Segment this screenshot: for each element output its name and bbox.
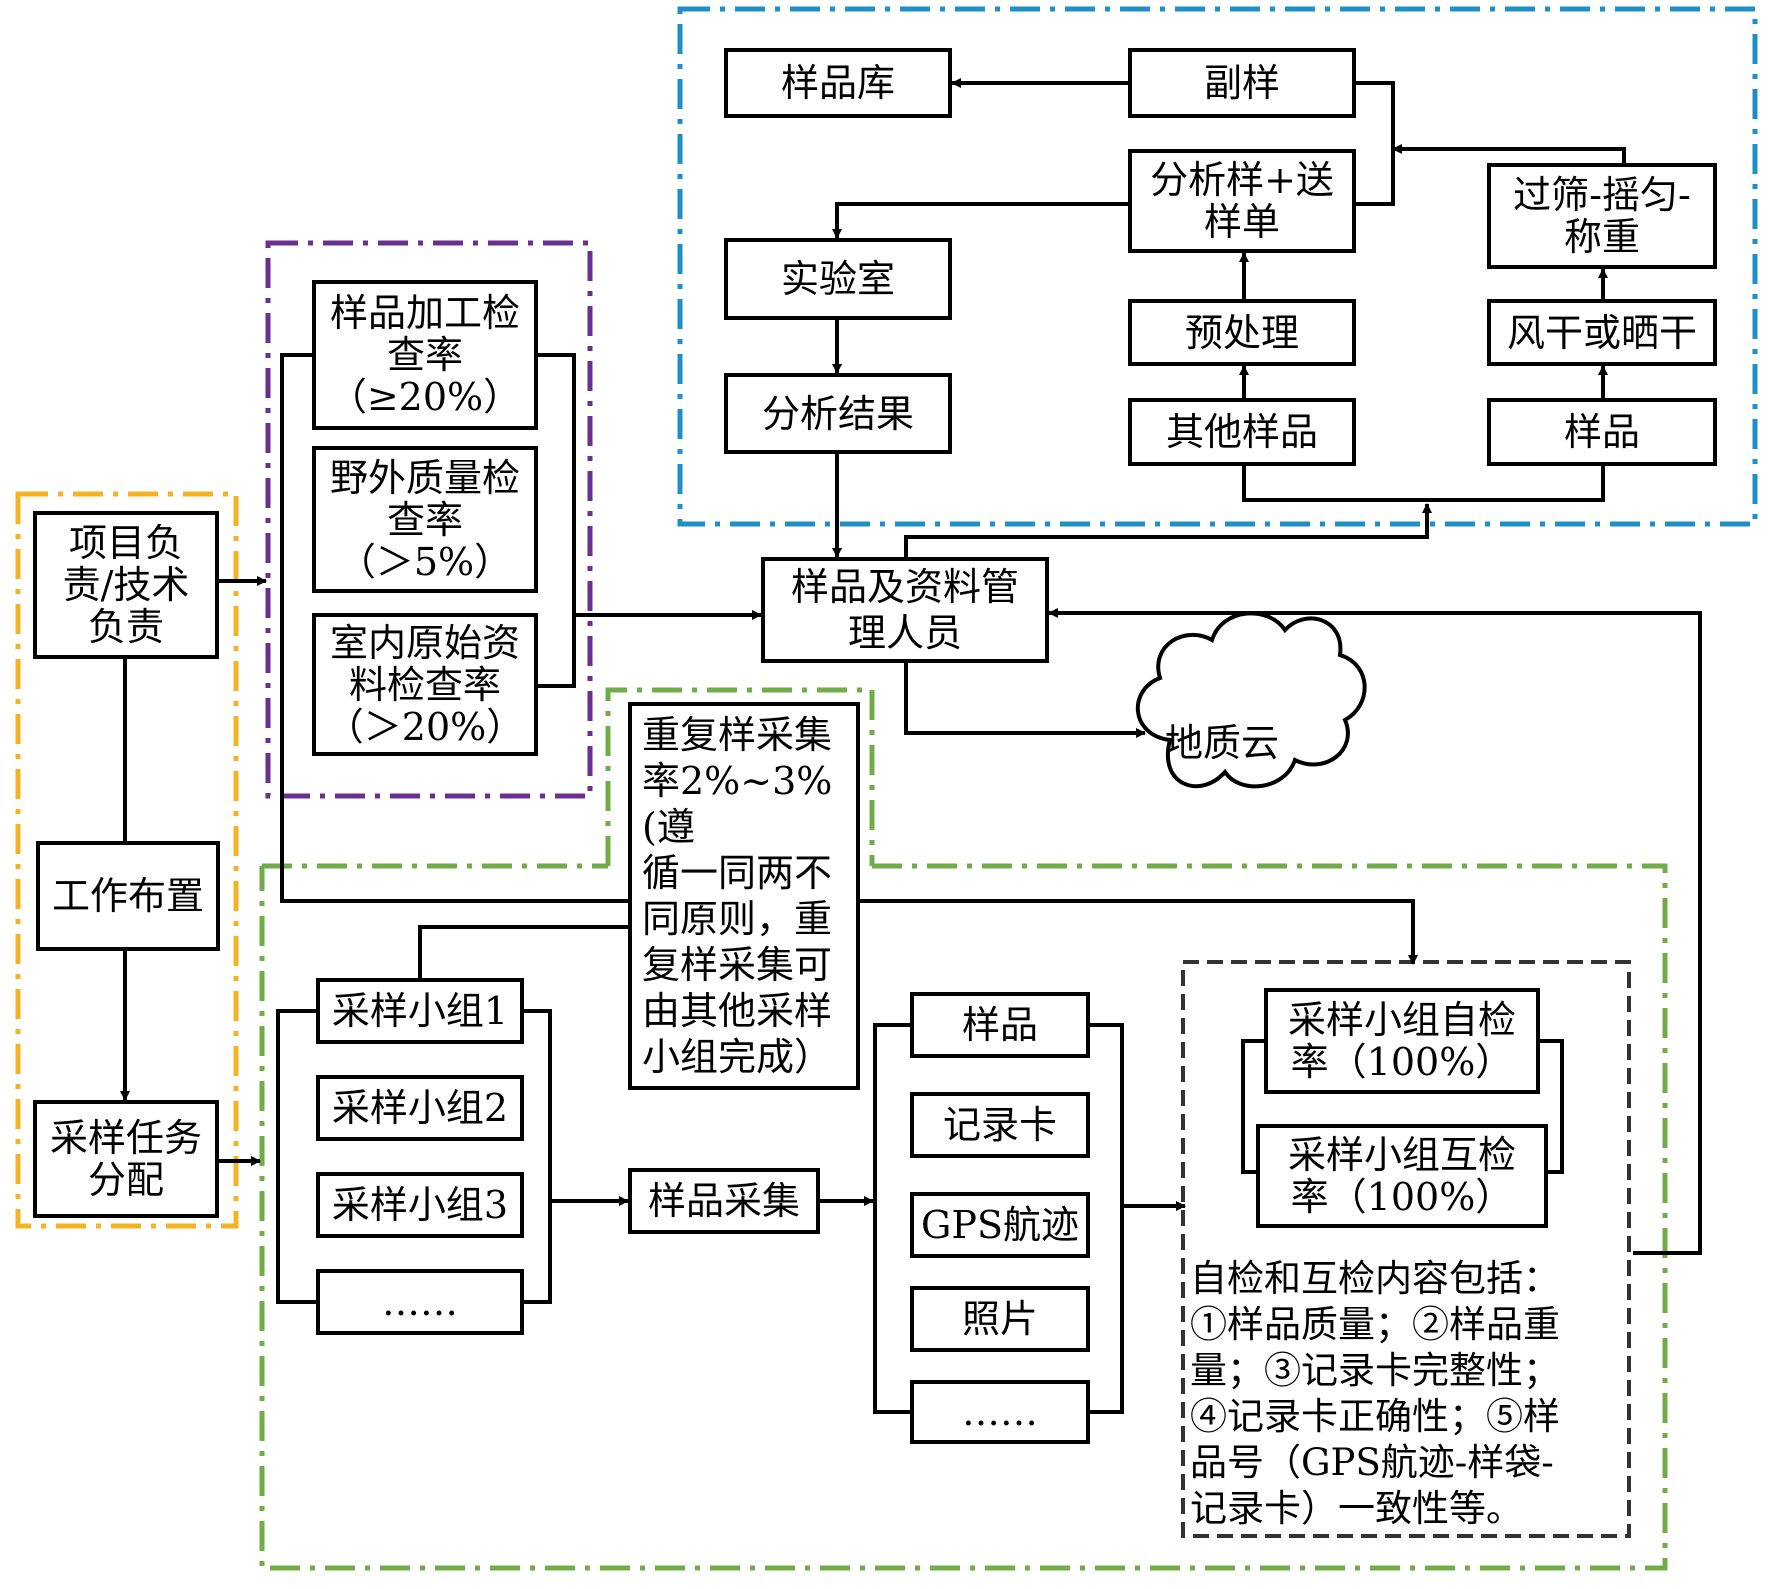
lab-region: [677, 6, 1758, 527]
pretreatment-box: 预处理: [1128, 299, 1356, 366]
air-dry-box: 风干或晒干: [1487, 299, 1717, 366]
group-3-box: 采样小组3: [316, 1172, 524, 1238]
quality-check-region: [265, 240, 593, 799]
cloud-icon: [1135, 611, 1367, 789]
processing-check-box: 样品加工检 查率 （≥20%）: [312, 280, 538, 430]
mutual-check-box: 采样小组互检 率（100%）: [1256, 1124, 1548, 1228]
self-check-box: 采样小组自检 率（100%）: [1264, 988, 1540, 1094]
duplicate-sample-box: 副样: [1128, 48, 1356, 118]
output-sample-box: 样品: [910, 992, 1090, 1058]
record-card-box: 记录卡: [910, 1092, 1090, 1158]
field-check-box: 野外质量检 查率 （＞5%）: [312, 446, 538, 593]
photo-box: 照片: [910, 1286, 1090, 1352]
output-more-box: ……: [910, 1380, 1090, 1444]
project-lead-box: 项目负 责/技术 负责: [33, 511, 219, 659]
task-assignment-box: 采样任务 分配: [33, 1100, 219, 1218]
laboratory-box: 实验室: [724, 238, 952, 320]
sieve-weigh-box: 过筛-摇匀- 称重: [1487, 163, 1717, 269]
group-1-box: 采样小组1: [316, 978, 524, 1044]
indoor-check-box: 室内原始资 料检查率 （＞20%）: [312, 613, 538, 756]
other-samples-box: 其他样品: [1128, 398, 1356, 466]
analysis-result-box: 分析结果: [724, 373, 952, 454]
sample-store-box: 样品库: [724, 48, 952, 118]
group-more-box: ……: [316, 1269, 524, 1335]
gps-track-box: GPS航迹: [910, 1192, 1090, 1258]
work-arrangement-box: 工作布置: [36, 841, 220, 951]
sample-manager-box: 样品及资料管 理人员: [761, 557, 1049, 663]
sample-collection-box: 样品采集: [628, 1168, 820, 1234]
samples-top-box: 样品: [1487, 398, 1717, 466]
field-region: [259, 863, 1668, 1571]
management-region: [15, 491, 239, 1229]
inspection-region: [1181, 960, 1631, 1538]
group-2-box: 采样小组2: [316, 1075, 524, 1141]
duplicate-rule-box: 重复样采集 率2%~3%(遵 循一同两不 同原则，重 复样采集可 由其他采样 小…: [628, 702, 860, 1090]
analysis-sample-box: 分析样+送 样单: [1128, 149, 1356, 253]
geo-cloud-label: 地质云: [1165, 721, 1280, 765]
inspection-notes: 自检和互检内容包括： ①样品质量；②样品重 量；③记录卡完整性； ④记录卡正确性…: [1190, 1257, 1560, 1530]
